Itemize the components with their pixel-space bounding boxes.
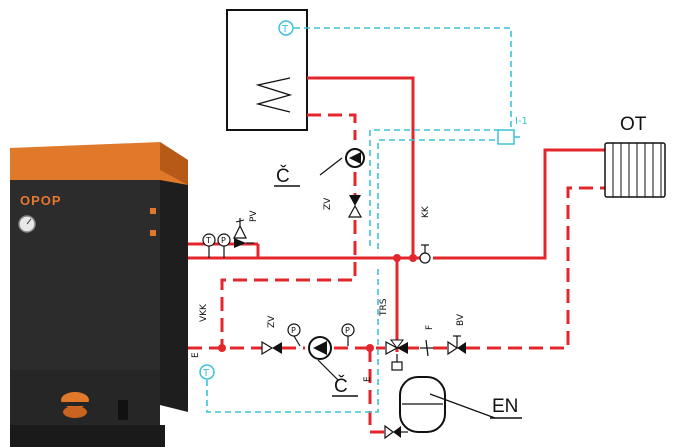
bottom-pump-icon [308,336,339,381]
return-pressure-gauge-1: P [287,323,301,347]
top-pump-label: Č [276,165,290,187]
boiler: OPOP [10,142,188,447]
tank-coil [255,77,293,113]
svg-text:P: P [221,236,226,245]
fan-icon [60,392,90,418]
safety-valve-pv-icon [233,218,254,248]
return-temperature-sensor: T [199,364,215,380]
boiler-side [160,180,188,412]
e-left-label: E [191,352,201,358]
kk-label: KK [421,205,431,218]
svg-text:P: P [345,326,350,335]
boiler-body [10,180,160,405]
bottom-check-valve-icon [261,340,282,356]
svg-text:T: T [202,368,210,379]
tank-sensor-letter: T [281,24,289,35]
ball-valve-icon [447,335,466,356]
boiler-top-orange-shade [160,142,188,185]
control-lines [206,27,512,413]
vkk-label: VKK [199,303,209,322]
junction-dot-2 [409,254,417,262]
top-pump-icon [319,148,365,176]
pv-label: PV [249,210,259,222]
return-pipes [188,113,605,434]
boiler-base [10,425,165,447]
bottom-zv-label: ZV [267,315,277,328]
supply-thermometer-gauge: T [202,233,216,258]
top-check-valve-icon [347,195,363,218]
boiler-brand: OPOP [20,193,62,208]
junction-dot-4 [366,344,374,352]
expansion-vessel-icon [399,376,496,433]
bottom-pump-label: Č [334,375,348,397]
top-zv-label: ZV [323,197,333,210]
filter-icon [420,339,433,357]
boiler-indicator-2 [150,230,156,236]
controller-i1: I-1 [497,116,528,145]
storage-tank [226,9,308,131]
return-pressure-gauge-2: P [341,323,355,346]
vessel-valve-icon [384,424,408,440]
trs-label: TRS [379,298,389,317]
trs-valve-icon [385,339,408,371]
junction-dot-1 [393,254,401,262]
e-right-label: E [363,376,373,382]
radiator-icon [604,142,666,198]
supply-pipes [188,76,605,352]
ot-label: OT [620,114,647,135]
f-label: F [425,325,435,330]
kk-valve-icon [419,244,431,264]
junction-dot-3 [218,344,226,352]
bv-label: BV [456,313,466,326]
en-label: EN [492,396,518,417]
svg-text:T: T [205,236,211,245]
i1-label: I-1 [515,116,528,127]
boiler-indicator-1 [150,208,156,214]
boiler-handle [118,400,128,420]
dial-needle [26,218,32,225]
boiler-top-orange [10,142,188,185]
supply-pressure-gauge: P [217,233,231,258]
svg-text:P: P [291,326,296,335]
tank-temperature-sensor: T [278,20,294,36]
